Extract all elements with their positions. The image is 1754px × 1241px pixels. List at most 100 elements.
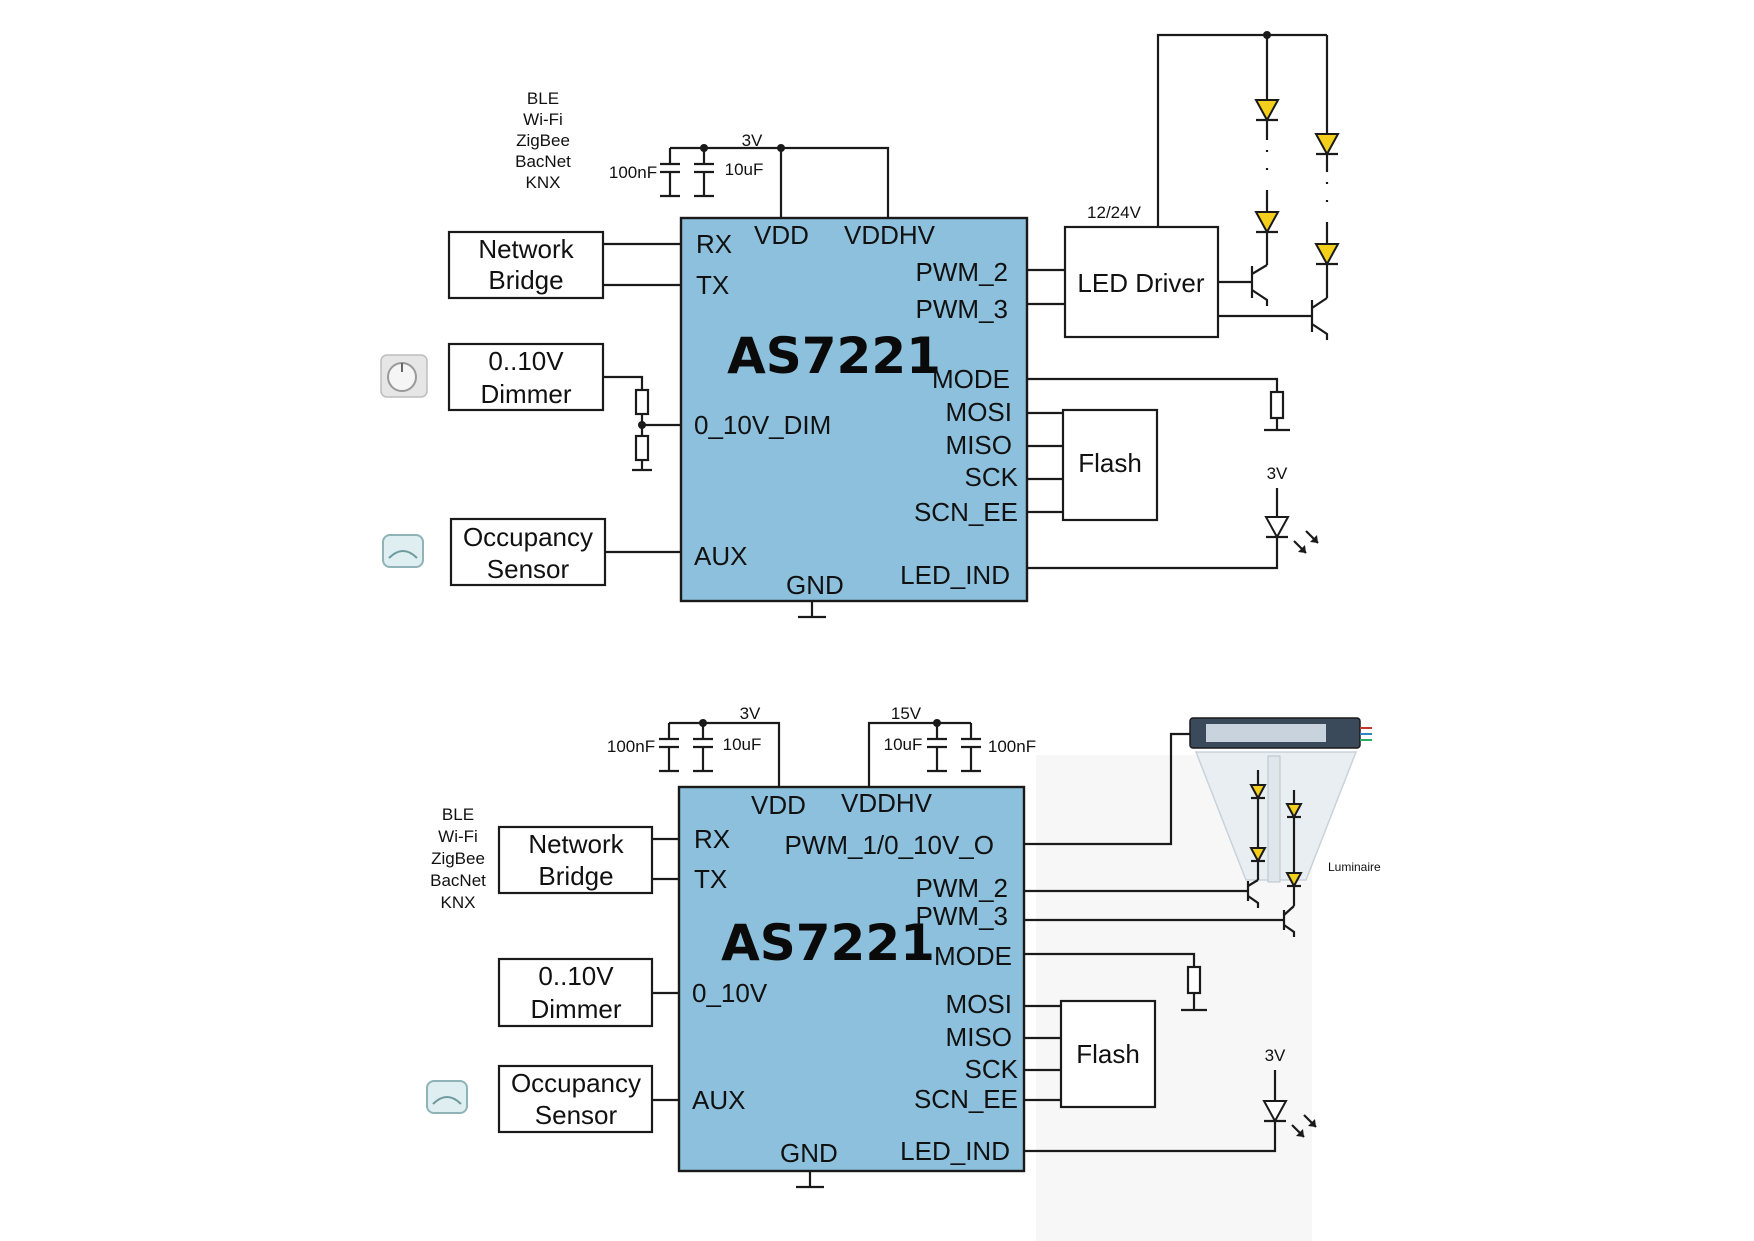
top-pin-vdd: VDD [754, 220, 809, 250]
top-indicator-led: 3V [1027, 464, 1319, 570]
top-network-bridge-line2: Bridge [488, 265, 563, 295]
top-led-driver-label: LED Driver [1077, 268, 1204, 298]
bottom-cap-100nf-right-label: 100nF [988, 737, 1036, 756]
bottom-dimmer-line1: 0..10V [538, 961, 614, 991]
top-pin-mode: MODE [932, 364, 1010, 394]
bottom-as7221-chip: AS7221 RX TX VDD VDDHV PWM_1/0_10V_O PWM… [677, 785, 1026, 1173]
bottom-transistor-1 [1024, 879, 1260, 908]
bottom-supply-15v-label: 15V [891, 704, 922, 723]
protocol-ble: BLE [527, 89, 559, 108]
top-pin-gnd: GND [786, 570, 844, 600]
bottom-pin-gnd: GND [780, 1138, 838, 1168]
protocol-wifi: Wi-Fi [523, 110, 563, 129]
luminaire-image: Luminaire [1036, 717, 1381, 1241]
protocol-ble: BLE [442, 805, 474, 824]
bottom-pin-pwm3: PWM_3 [916, 901, 1008, 931]
bottom-luminaire-led-string-1 [1249, 770, 1267, 880]
bottom-mode-resistor [1024, 952, 1207, 1012]
top-occupancy-line2: Sensor [487, 554, 570, 584]
top-led-2b [1314, 243, 1340, 267]
top-led-string-1 [1254, 35, 1280, 265]
top-occupancy-sensor: Occupancy Sensor [449, 517, 681, 587]
top-network-bridge-line1: Network [478, 234, 574, 264]
top-transistor-2 [1218, 297, 1329, 340]
top-pin-miso: MISO [946, 430, 1012, 460]
bottom-network-bridge: Network Bridge [497, 825, 679, 895]
protocol-knx: KNX [441, 893, 476, 912]
top-supply-network: 3V 100nF 10uF [609, 131, 890, 218]
bottom-pwm10v-wire [1024, 732, 1190, 846]
bottom-dimmer: 0..10V Dimmer [497, 957, 679, 1028]
bottom-flash-label: Flash [1076, 1039, 1140, 1069]
bottom-cap-10uf-left-label: 10uF [723, 735, 762, 754]
luminaire-label: Luminaire [1328, 860, 1381, 874]
top-cap-100nf-label: 100nF [609, 163, 657, 182]
bottom-occupancy-sensor: Occupancy Sensor [497, 1064, 679, 1134]
top-pin-led-ind: LED_IND [900, 560, 1010, 590]
bottom-cap-100nf-left-label: 100nF [607, 737, 655, 756]
bottom-supply-3v-label: 3V [740, 704, 761, 723]
top-driver-supply-label: 12/24V [1087, 203, 1142, 222]
top-led-2a [1314, 133, 1340, 157]
bottom-pin-mode: MODE [934, 941, 1012, 971]
top-pin-vddhv: VDDHV [844, 220, 936, 250]
top-led-string-2 [1314, 35, 1340, 298]
bottom-cap-10uf-right-label: 10uF [884, 735, 923, 754]
protocol-knx: KNX [526, 173, 561, 192]
top-as7221-chip: AS7221 RX TX VDD VDDHV PWM_2 PWM_3 MODE … [679, 216, 1029, 603]
top-dimmer-line1: 0..10V [488, 346, 564, 376]
top-diagram: BLE Wi-Fi ZigBee BacNet KNX 3V 100nF 10u… [380, 31, 1340, 619]
top-dimmer-line2: Dimmer [481, 379, 572, 409]
top-pin-aux: AUX [694, 541, 747, 571]
top-led-1b [1254, 211, 1280, 235]
bottom-pin-vdd: VDD [751, 790, 806, 820]
bottom-pin-led-ind: LED_IND [900, 1136, 1010, 1166]
protocol-bacnet: BacNet [515, 152, 571, 171]
bottom-occupancy-sensor-icon [426, 1080, 468, 1114]
bottom-pin-mosi: MOSI [946, 989, 1012, 1019]
top-occupancy-line1: Occupancy [463, 522, 593, 552]
top-pin-scn-ee: SCN_EE [914, 497, 1018, 527]
top-pin-pwm2: PWM_2 [916, 257, 1008, 287]
bottom-indicator-led: 3V [1024, 1046, 1317, 1153]
top-dimmer: 0..10V Dimmer [447, 342, 681, 472]
bottom-pin-sck: SCK [965, 1054, 1019, 1084]
bottom-indicator-supply-label: 3V [1265, 1046, 1286, 1065]
protocol-zigbee: ZigBee [516, 131, 570, 150]
bottom-dimmer-line2: Dimmer [531, 994, 622, 1024]
bottom-pin-miso: MISO [946, 1022, 1012, 1052]
top-ground-symbol [798, 601, 826, 619]
bottom-pin-scn-ee: SCN_EE [914, 1084, 1018, 1114]
bottom-3v-supply-network: 3V 100nF 10uF [607, 704, 781, 787]
top-network-bridge: Network Bridge [447, 230, 681, 300]
bottom-network-bridge-line1: Network [528, 829, 624, 859]
bottom-chip-name: AS7221 [721, 914, 935, 972]
protocol-wifi: Wi-Fi [438, 827, 478, 846]
top-indicator-supply-label: 3V [1267, 464, 1288, 483]
top-led-1a [1254, 99, 1280, 123]
top-mode-resistor [1027, 377, 1290, 432]
top-flash: Flash [1027, 408, 1159, 522]
top-pin-mosi: MOSI [946, 397, 1012, 427]
bottom-pin-dim: 0_10V [692, 978, 768, 1008]
bottom-flash: Flash [1024, 999, 1157, 1109]
bottom-pin-pwm10v: PWM_1/0_10V_O [784, 830, 994, 860]
bottom-occupancy-line1: Occupancy [511, 1068, 641, 1098]
top-supply-3v-label: 3V [742, 131, 763, 150]
top-pin-tx: TX [696, 270, 729, 300]
top-cap-10uf-label: 10uF [725, 160, 764, 179]
top-pin-dim: 0_10V_DIM [694, 410, 831, 440]
top-chip-name: AS7221 [727, 327, 941, 385]
bottom-pin-pwm2: PWM_2 [916, 873, 1008, 903]
top-transistor-1 [1218, 264, 1269, 306]
top-occupancy-sensor-icon [382, 534, 424, 568]
protocol-zigbee: ZigBee [431, 849, 485, 868]
bottom-15v-supply-network: 15V 10uF 100nF [867, 704, 1036, 787]
bottom-protocol-list: BLE Wi-Fi ZigBee BacNet KNX [430, 805, 486, 912]
bottom-diagram: BLE Wi-Fi ZigBee BacNet KNX 3V 100nF 10u… [426, 704, 1381, 1241]
top-led-driver: LED Driver 12/24V [1027, 31, 1327, 339]
bottom-pin-tx: TX [694, 864, 727, 894]
bottom-occupancy-line2: Sensor [535, 1100, 618, 1130]
bottom-network-bridge-line2: Bridge [538, 861, 613, 891]
